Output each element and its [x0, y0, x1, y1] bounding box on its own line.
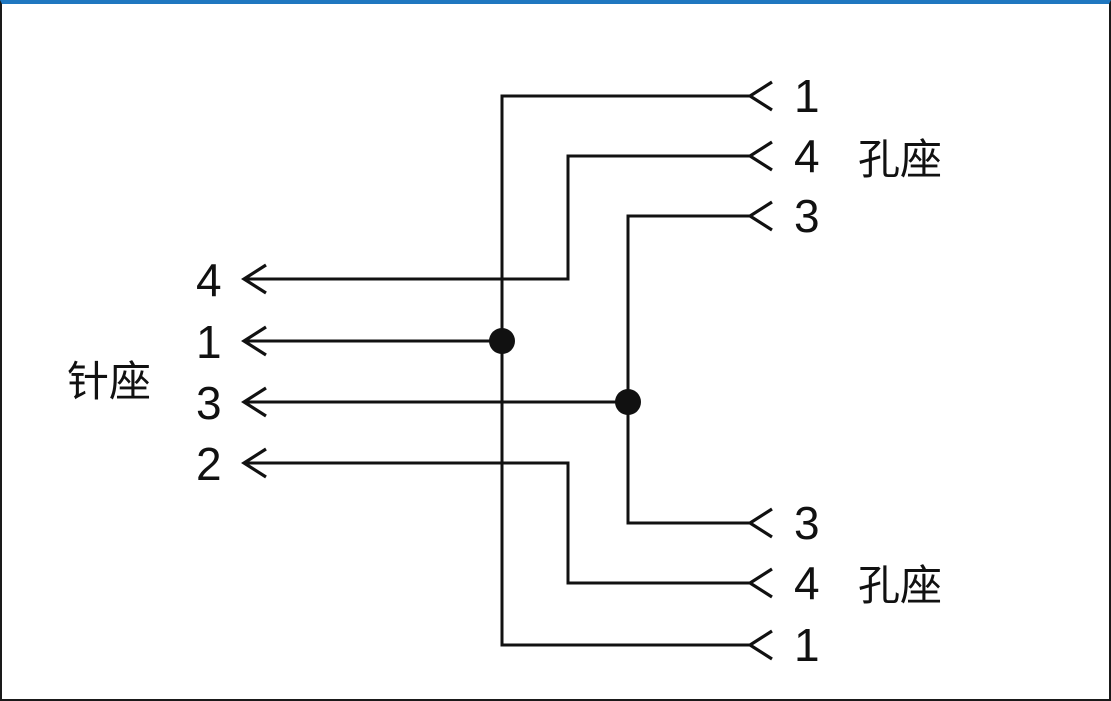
socket-bottom-pin-label: 1 [794, 619, 820, 671]
wire-pin2-bottom [244, 461, 750, 585]
socket-chevron-icon [747, 140, 773, 172]
socket-top-pin-label: 1 [794, 70, 820, 122]
wires [244, 94, 750, 647]
socket-chevron-icon [747, 200, 773, 232]
pin-header-pin-label: 1 [196, 316, 222, 368]
wire-pin4-top [244, 154, 750, 281]
pin-header-pin-label: 3 [196, 377, 222, 429]
junction-dot-pin1 [489, 328, 515, 354]
socket-chevron-icon [747, 80, 773, 112]
wire-pin3-trunk [626, 214, 750, 525]
arrow-left-icon [241, 325, 267, 357]
pin-header-title: 针座 [67, 357, 151, 406]
socket-chevron-icon [747, 567, 773, 599]
socket-bottom-title: 孔座 [858, 561, 942, 610]
socket-top-title: 孔座 [858, 135, 942, 184]
arrow-left-icon [241, 263, 267, 295]
junction-dot-pin3 [615, 389, 641, 415]
pin-header-pin-label: 2 [196, 438, 222, 490]
socket-chevron-icon [747, 507, 773, 539]
pin-header-pin-label: 4 [196, 254, 222, 306]
socket-top-pin-label: 3 [794, 190, 820, 242]
socket-chevron-icon [747, 629, 773, 661]
arrow-left-icon [241, 447, 267, 479]
arrow-left-icon [241, 386, 267, 418]
pin-header-arrows [241, 263, 267, 479]
socket-chevrons [747, 80, 773, 661]
socket-bottom-pin-label: 4 [794, 557, 820, 609]
wire-pin1-trunk [500, 94, 750, 647]
socket-bottom-pin-label: 3 [794, 497, 820, 549]
socket-top-pin-label: 4 [794, 130, 820, 182]
